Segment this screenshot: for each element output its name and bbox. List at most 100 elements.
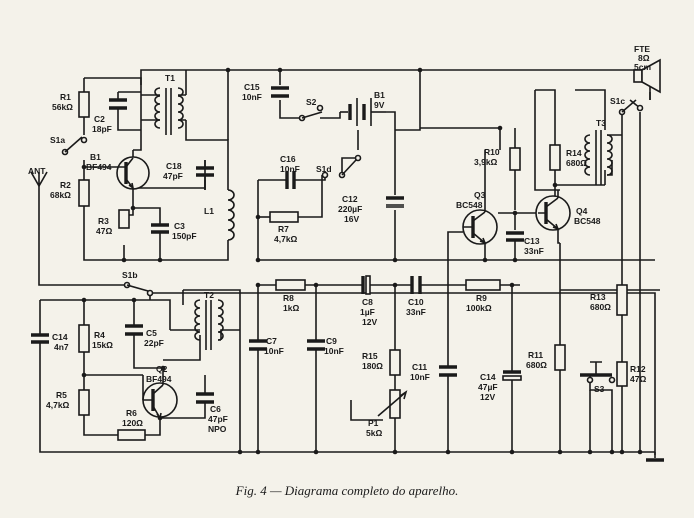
resistor-r7 [269, 211, 299, 223]
label-q2-value: BF494 [146, 374, 172, 384]
label-c10-value: 33nF [406, 307, 426, 317]
label-c13: C13 [524, 236, 540, 246]
label-q4: Q4 [576, 206, 588, 216]
label-c14b-value: 47µF [478, 382, 498, 392]
label-c6-value: 47pF [208, 414, 228, 424]
label-r7-value: 4,7kΩ [274, 234, 298, 244]
resistor-r5 [78, 389, 90, 416]
capacitor-c10 [410, 276, 422, 294]
potentiometer-p1 [389, 389, 401, 419]
label-r9-value: 100kΩ [466, 303, 492, 313]
label-p1-value: 5kΩ [366, 428, 382, 438]
label-c8: C8 [362, 297, 373, 307]
label-s2: S2 [306, 97, 317, 107]
capacitor-c6 [196, 390, 214, 410]
label-c14a: C14 [52, 332, 68, 342]
label-r11: R11 [528, 350, 543, 360]
resistor-r8 [275, 279, 306, 291]
transistors [116, 156, 571, 420]
label-s1b: S1b [122, 270, 138, 280]
capacitor-c2 [109, 98, 127, 120]
label-s1c: S1c [610, 96, 625, 106]
label-c9: C9 [326, 336, 337, 346]
label-c11-value: 10nF [410, 372, 430, 382]
switch-s1a [61, 136, 88, 156]
label-speaker-impedance: 8Ω [638, 53, 650, 63]
capacitor-c14b [502, 365, 522, 387]
capacitor-c11 [439, 360, 457, 385]
label-battery: B1 [374, 90, 385, 100]
label-r12-value: 47Ω [630, 374, 646, 384]
label-r6-value: 120Ω [122, 418, 143, 428]
capacitor-c7 [249, 335, 267, 358]
label-r13: R13 [590, 292, 606, 302]
label-r15: R15 [362, 351, 378, 361]
capacitor-c13 [506, 231, 524, 248]
label-r3: R3 [98, 216, 109, 226]
resistor-r6 [117, 429, 146, 441]
switch-s1c [618, 99, 644, 116]
label-r7: R7 [278, 224, 289, 234]
label-c6: C6 [210, 404, 221, 414]
transistor-q2 [142, 375, 178, 420]
label-r12: R12 [630, 364, 646, 374]
label-r1-value: 56kΩ [52, 102, 73, 112]
capacitor-c12 [386, 196, 404, 208]
label-c8-value: 1µF [360, 307, 375, 317]
label-c5: C5 [146, 328, 157, 338]
label-r14: R14 [566, 148, 582, 158]
label-c2: C2 [94, 114, 105, 124]
resistor-r14 [549, 144, 561, 171]
switch-s1b [123, 281, 154, 297]
label-r5-value: 4,7kΩ [46, 400, 70, 410]
capacitor-c16 [282, 171, 300, 189]
label-c2-value: 18pF [92, 124, 112, 134]
label-battery-value: 9V [374, 100, 385, 110]
label-r11-value: 680Ω [526, 360, 547, 370]
label-r9: R9 [476, 293, 487, 303]
capacitor-c8 [361, 275, 371, 295]
label-r1: R1 [60, 92, 71, 102]
ground-symbol [646, 452, 664, 462]
label-c8-voltage: 12V [362, 317, 377, 327]
capacitor-c18 [196, 160, 214, 190]
resistor-r11 [554, 344, 566, 371]
battery-b1 [340, 98, 386, 126]
resistor-r10 [509, 147, 521, 171]
label-r13-value: 680Ω [590, 302, 611, 312]
antenna-icon [30, 171, 48, 188]
label-l1: L1 [204, 206, 214, 216]
label-r8: R8 [283, 293, 294, 303]
resistor-r3 [118, 209, 130, 229]
label-c3: C3 [174, 221, 185, 231]
label-r5: R5 [56, 390, 67, 400]
label-c10: C10 [408, 297, 424, 307]
label-q4-value: BC548 [574, 216, 601, 226]
label-q1: B1 [90, 152, 101, 162]
resistors [78, 91, 628, 441]
label-c9-value: 10nF [324, 346, 344, 356]
label-r8-value: 1kΩ [283, 303, 299, 313]
label-r14-value: 680Ω [566, 158, 587, 168]
label-c3-value: 150pF [172, 231, 197, 241]
label-c16-value: 10nF [280, 164, 300, 174]
label-c12-value: 220µF [338, 204, 362, 214]
label-q3: Q3 [474, 190, 486, 200]
junction-dots [81, 67, 643, 455]
capacitor-c3 [151, 223, 169, 245]
resistor-r13 [616, 284, 628, 316]
wires-lower-left [39, 289, 655, 453]
coil-l1 [227, 189, 235, 241]
wires-middle [257, 70, 660, 452]
label-c12: C12 [342, 194, 358, 204]
label-speaker-size: 5cm [634, 62, 651, 72]
label-r10-value: 3,9kΩ [474, 157, 498, 167]
capacitor-c5 [125, 318, 143, 345]
capacitors [31, 86, 524, 410]
transformer-t1 [141, 87, 186, 135]
label-r2: R2 [60, 180, 71, 190]
label-q3-value: BC548 [456, 200, 483, 210]
label-s1a: S1a [50, 135, 65, 145]
label-c14a-value: 4n7 [54, 342, 69, 352]
